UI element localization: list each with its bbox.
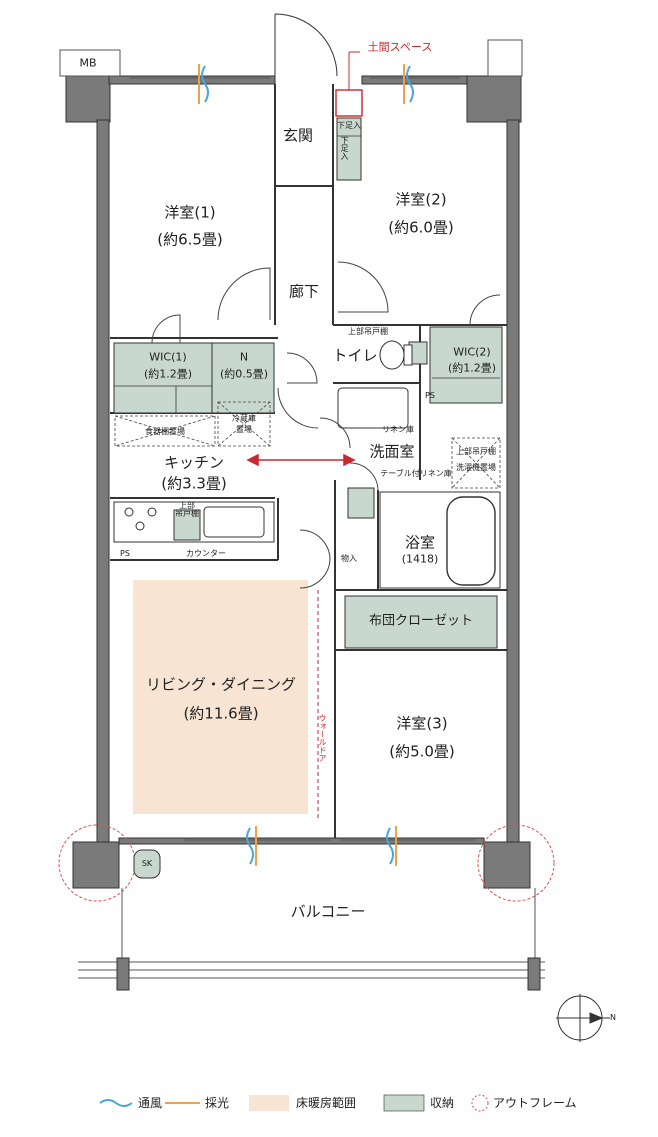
kitchen-name: キッチン <box>163 453 225 472</box>
wic1-size: (約1.2畳) <box>143 367 193 381</box>
table-linen-label: テーブル付リネン庫 <box>380 469 452 478</box>
ps-top-label: PS <box>425 391 435 400</box>
mb-box <box>59 39 523 77</box>
bath-outline <box>379 491 501 589</box>
shoe-cabinet-label-a: 下足入 <box>337 121 361 130</box>
fridge-label-a: 冷蔵庫 <box>232 414 256 423</box>
circulation-arrow <box>246 453 356 467</box>
upper-cabinet-label: 上部吊戸棚 <box>348 327 388 336</box>
room3-name: 洋室(3) <box>396 714 448 733</box>
placement-areas <box>114 401 501 489</box>
room1-name: 洋室(1) <box>164 203 216 222</box>
wall-door-label: ウォールドア <box>318 714 327 762</box>
room1-size: (約6.5畳) <box>157 230 223 249</box>
ventilation-icons <box>198 64 414 866</box>
outer-walls <box>65 75 531 889</box>
storage-label: 物入 <box>341 554 357 563</box>
futon-closet-label: 布団クローゼット <box>368 613 474 629</box>
toilet-label: トイレ <box>332 346 378 365</box>
balcony-rail <box>78 888 545 979</box>
toilet-fixture <box>379 340 413 370</box>
washroom-label: 洗面室 <box>369 442 415 461</box>
bathtub <box>446 496 496 586</box>
fridge-label-b: 置場 <box>236 425 252 434</box>
legend-outframe: アウトフレーム <box>493 1096 577 1110</box>
floor-heating-area <box>133 580 308 814</box>
storage-lines <box>114 135 500 413</box>
n-name: N <box>239 350 249 364</box>
legend-floor-heating: 床暖房範囲 <box>296 1096 357 1110</box>
kitchen-counter <box>113 501 275 543</box>
counter-label: カウンター <box>186 549 226 558</box>
balcony-label: バルコニー <box>290 902 366 921</box>
bath-name: 浴室 <box>404 533 436 552</box>
mb-label: MB <box>79 56 97 70</box>
upper-label-b: 吊戸棚 <box>175 509 199 518</box>
n-size: (約0.5畳) <box>219 367 269 381</box>
washer-label-b: 洗濯機置場 <box>456 463 496 472</box>
washbasin <box>337 387 409 429</box>
dish-shelf-label: 食器棚置場 <box>145 427 185 436</box>
north-label: N <box>610 1013 616 1022</box>
washer-label-a: 上部吊戸棚 <box>456 447 496 456</box>
corridor-label: 廊下 <box>288 282 320 301</box>
genkan-label: 玄関 <box>282 126 314 145</box>
wic2-name: WIC(2) <box>453 345 491 359</box>
living-name: リビング・ダイニング <box>145 675 297 694</box>
sk-label: SK <box>141 859 153 868</box>
doma-space-label: 土間スペース <box>367 40 433 54</box>
linen-label: リネン庫 <box>382 425 414 434</box>
wic2-size: (約1.2畳) <box>447 361 497 375</box>
wic1-name: WIC(1) <box>149 350 187 364</box>
legend-daylight: 採光 <box>205 1096 230 1110</box>
living-size: (約11.6畳) <box>183 704 259 723</box>
kitchen-size: (約3.3畳) <box>161 474 227 493</box>
storage-blocks <box>113 117 503 649</box>
upper-label-a: 上部 <box>179 501 195 510</box>
door-swings <box>151 261 501 589</box>
entrance-door <box>274 13 338 77</box>
sk-box <box>133 849 161 879</box>
room2-size: (約6.0畳) <box>388 218 454 237</box>
bath-size: (1418) <box>401 552 439 566</box>
outframe-circles <box>58 824 555 902</box>
legend-icons <box>99 1094 489 1112</box>
legend-ventilation: 通風 <box>138 1096 163 1110</box>
compass <box>556 994 610 1042</box>
room2-name: 洋室(2) <box>395 190 447 209</box>
balcony-posts <box>116 957 541 991</box>
room3-size: (約5.0畳) <box>389 742 455 761</box>
shoe-cabinet-label-b: 下足入 <box>340 136 349 160</box>
ps-bottom-label: PS <box>120 549 130 558</box>
doma-space <box>335 89 363 117</box>
legend: 通風 採光 床暖房範囲 収納 アウトフレーム <box>0 1094 658 1114</box>
legend-storage: 収納 <box>430 1096 455 1110</box>
